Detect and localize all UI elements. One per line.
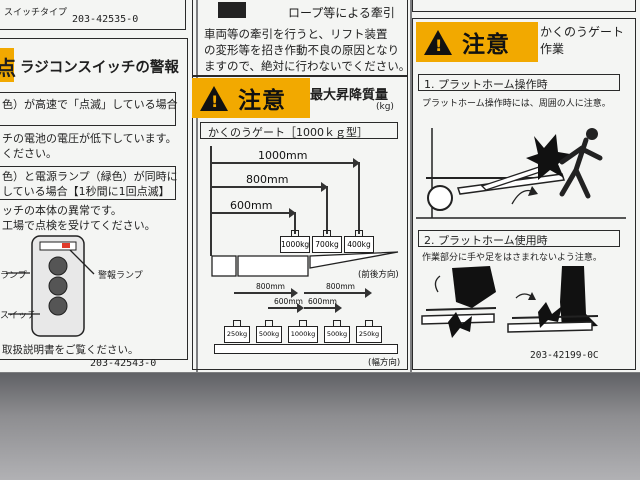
weight-700kg-top: 700kg [312,230,342,253]
dim-bottom-600-left: 600mm [274,297,303,306]
left-warning-strip [0,48,14,82]
remote-control-illustration [6,235,95,337]
max-load-title: 最大昇降質量 [310,88,389,103]
left-line-2: チの電池の電圧が低下しています。 [2,132,177,145]
left-line-3: ください。 [2,147,57,160]
middle-main-box [192,76,408,370]
dim-line-600-right [304,304,342,312]
left-top-code: 203-42535-0 [72,14,139,25]
dim-800: 800mm [246,173,289,186]
right-sticker: 注意 かくのうゲート 作業 1. プラットホーム操作時 プラットホーム操作時には… [412,0,640,372]
left-sticker: スイッチタイプ 203-42535-0 点 ラジコンスイッチの警報 色）が高速で… [0,0,196,372]
dim-line-800-left [234,289,298,297]
pinch-hazard-illustration [421,266,599,338]
section2-text: 作業部分に手や足をはさまれないよう注意。 [422,253,602,263]
dim-line-600 [210,209,296,217]
dim-ref-line-top [210,146,212,256]
left-title-fragment: 点 [0,56,16,80]
left-line-5: している場合【1秒間に1回点滅】 [2,185,170,198]
right-warning-word: 注意 [462,32,510,58]
dim-line-800 [210,183,328,191]
right-code: 203-42199-0C [530,350,599,361]
weight-1000kg-top: 1000kg [280,230,310,253]
dim-tick-800 [326,186,328,234]
middle-warning-word: 注意 [238,88,286,114]
dim-tick-1000 [358,162,360,234]
right-header-text: かくのうゲート 作業 [540,25,625,56]
left-line-4: 色）と電源ランプ（緑色）が同時に [2,170,178,183]
gate-label: かくのうゲート［1000ｋｇ型］ [208,126,368,139]
platform-plate [214,344,398,354]
dim-line-600-left [268,304,304,312]
left-line-1: 色）が高速で「点滅」している場合 [2,98,178,111]
left-line-7: 工場で点検を受けてください。 [2,219,156,232]
weight-400kg-top: 400kg [344,230,374,253]
dim-bottom-800-right: 800mm [326,282,355,291]
section2-title: 2. プラットホーム使用時 [424,234,548,247]
left-sticker-main-box [0,38,188,360]
dim-bottom-600-right: 600mm [308,297,337,306]
section2-title-box [418,230,620,247]
max-load-unit: (kg) [376,102,394,112]
dim-1000: 1000mm [258,149,308,162]
left-line-6: ッチの本体の異常です。 [2,204,122,217]
label-lamp: ランプ [0,271,27,281]
dim-bottom-800-left: 800mm [256,282,285,291]
gate-side-profile [211,251,399,277]
middle-warning-header: 注意 [192,78,310,118]
left-sticker-top-box [0,0,186,30]
section1-text: プラットホーム操作時には、周囲の人に注意。 [422,99,611,109]
dir-front-back: (前後方向) [358,270,399,280]
section1-title: 1. プラットホーム操作時 [424,78,548,91]
left-bottom-line: 取扱説明書をご覧ください。 [2,344,139,356]
right-warning-header: 注意 [416,22,538,62]
dim-line-800-right [304,289,372,297]
platform-operation-illustration [416,128,626,219]
tow-line-1: 車両等の牽引を行うと、リフト装置 [204,27,388,41]
left-line-box-1 [0,92,176,126]
left-line-box-2 [0,166,176,200]
label-switch: スイッチ [0,311,37,321]
tow-hazard-icon [218,2,246,18]
middle-sticker: ロープ等による牽引 車両等の牽引を行うと、リフト装置 の変形等を招き作動不良の原… [192,0,411,372]
dim-600: 600mm [230,199,273,212]
right-main-box [412,18,636,370]
left-bottom-code: 203-42543-0 [90,358,157,369]
dim-line-1000 [210,159,360,167]
warning-triangle-icon-right [424,29,452,55]
tow-line-3: ますので、絶対に行わないでください。 [204,59,411,73]
weight-500kg-left: 500kg [256,320,282,343]
left-top-caption: スイッチタイプ [4,8,68,18]
label-alarm-lamp: 警報ランプ [98,271,143,281]
wall-surface [0,372,640,480]
right-top-box [412,0,636,12]
dim-tick-600 [294,212,296,234]
weight-250kg-right: 250kg [356,320,382,343]
left-title: ラジコンスイッチの警報 [20,60,179,76]
weight-500kg-right: 500kg [324,320,350,343]
tow-line-2: の変形等を招き作動不良の原因となり [204,43,400,57]
warning-triangle-icon [200,85,228,111]
weight-1000kg-center: 1000kg [288,320,318,343]
dir-width: (幅方向) [368,358,401,368]
gate-label-box [200,122,398,139]
middle-top-box [192,0,408,76]
section1-title-box [418,74,620,91]
weight-250kg-left: 250kg [224,320,250,343]
tow-title: ロープ等による牽引 [288,6,395,20]
